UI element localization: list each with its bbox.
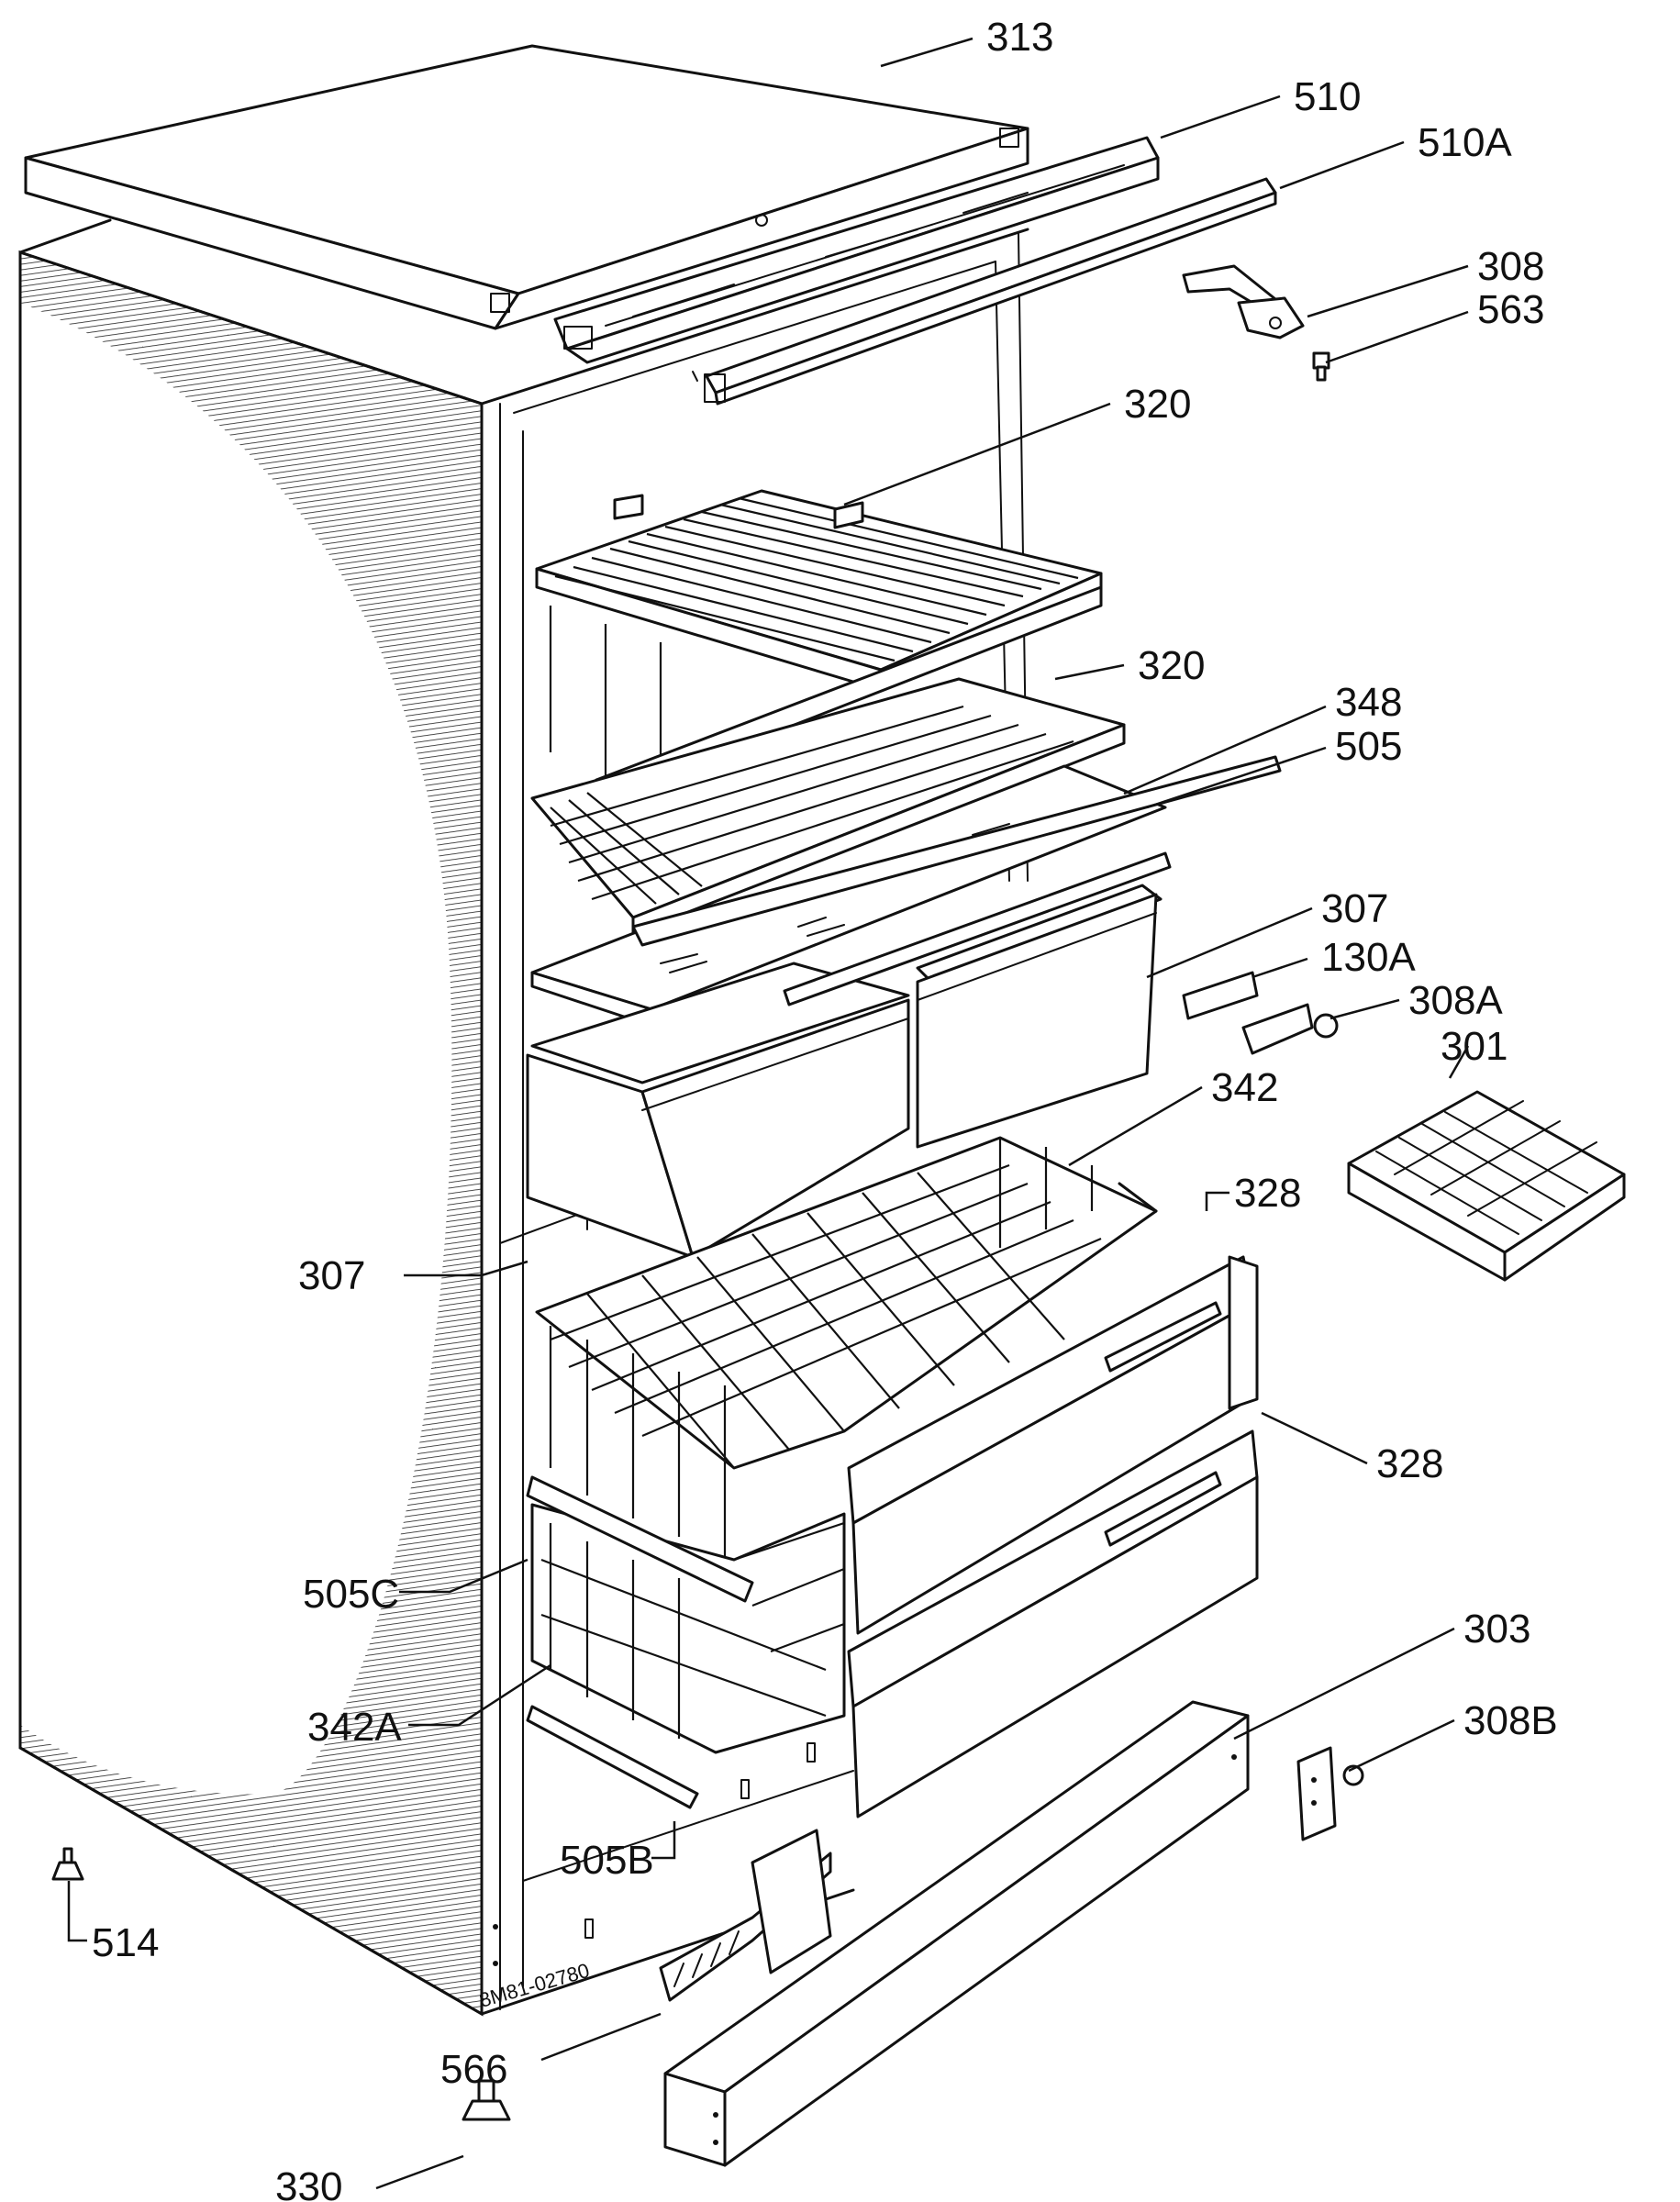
bracket-308b xyxy=(1296,1746,1364,1841)
label-342: 342 xyxy=(1211,1065,1278,1110)
ice-tray-301 xyxy=(1347,1090,1626,1282)
hinge-308 xyxy=(1182,264,1305,339)
label-307-left: 307 xyxy=(298,1253,365,1298)
freezer-basket-342a xyxy=(530,1503,846,1754)
label-308b: 308B xyxy=(1463,1698,1558,1743)
label-320-lower: 320 xyxy=(1138,643,1205,688)
label-505: 505 xyxy=(1335,724,1402,769)
label-308: 308 xyxy=(1477,244,1544,289)
drawer-front-328-upper xyxy=(847,1255,1259,1635)
label-514: 514 xyxy=(92,1920,159,1965)
foot-514 xyxy=(51,1847,84,1881)
leader-lines xyxy=(67,37,1470,2190)
label-328-upper: 328 xyxy=(1234,1171,1301,1216)
hinge-308a xyxy=(1241,1003,1339,1055)
label-301: 301 xyxy=(1441,1024,1508,1069)
kickplate-303 xyxy=(663,1700,1250,2167)
label-130a: 130A xyxy=(1321,935,1416,980)
rail-505b xyxy=(526,1705,699,1809)
label-313: 313 xyxy=(986,15,1053,60)
label-510a: 510A xyxy=(1418,120,1512,165)
label-348: 348 xyxy=(1335,680,1402,725)
label-308a: 308A xyxy=(1408,978,1503,1023)
strip-510a xyxy=(692,177,1277,406)
shelf-320-lower xyxy=(530,677,1126,938)
label-303: 303 xyxy=(1463,1607,1530,1652)
drawer-front-328-lower xyxy=(847,1429,1259,1818)
screw-563 xyxy=(1312,351,1330,382)
label-342a: 342A xyxy=(307,1705,402,1750)
callout-labels: 313 510 510A 308 563 320 320 348 505 307… xyxy=(92,15,1558,2202)
strip-505 xyxy=(631,755,1282,947)
freezer-basket-342 xyxy=(535,1136,1158,1560)
label-563: 563 xyxy=(1477,287,1544,332)
label-566: 566 xyxy=(440,2047,507,2092)
front-panel-510 xyxy=(553,136,1160,364)
label-330: 330 xyxy=(275,2164,342,2202)
top-cover-313 xyxy=(24,44,1029,330)
crisper-307-right xyxy=(916,884,1163,1149)
adjustable-foot-330 xyxy=(462,2079,511,2121)
label-328-lower: 328 xyxy=(1376,1441,1443,1486)
ice-scraper-566 xyxy=(659,1829,832,2002)
drawing-code: 8M81-02780 xyxy=(476,1959,592,2012)
label-307-right: 307 xyxy=(1321,886,1388,931)
label-320-upper: 320 xyxy=(1124,382,1191,427)
label-505c: 505C xyxy=(303,1572,399,1617)
label-510: 510 xyxy=(1294,74,1361,119)
label-505b: 505B xyxy=(560,1838,654,1883)
rail-505c xyxy=(526,1475,754,1603)
clip-130a xyxy=(1182,971,1259,1020)
crisper-rail xyxy=(783,851,1172,1006)
